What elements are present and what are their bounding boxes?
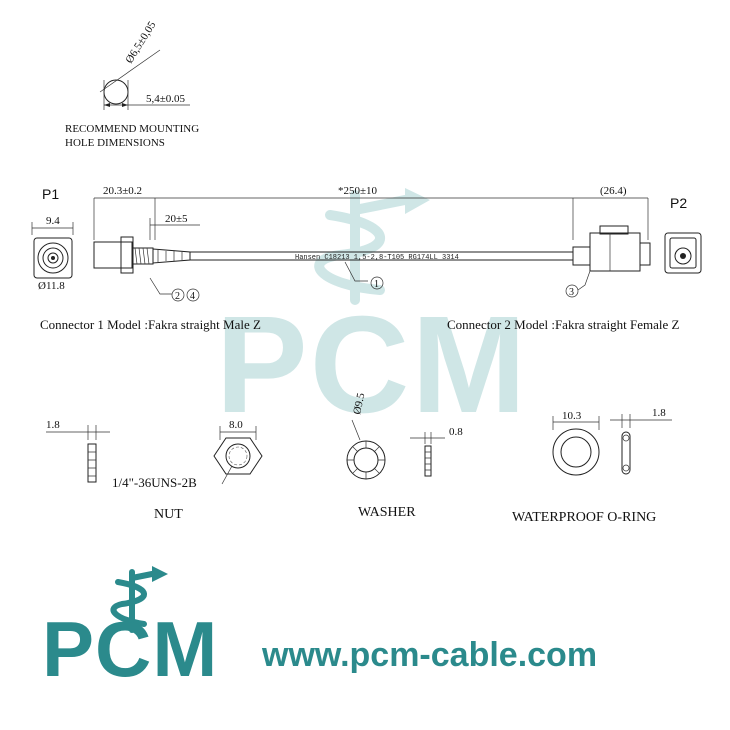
nut-label: NUT	[154, 507, 183, 522]
dimension-lines	[31, 197, 649, 240]
dim-thread-length: 20±5	[165, 213, 188, 225]
dim-p1-length: 20.3±0.2	[103, 185, 142, 197]
callout-1: 1	[374, 279, 379, 290]
washer-side-view	[410, 432, 445, 477]
dim-p2-length: (26.4)	[600, 185, 627, 197]
nut-side-view	[46, 425, 110, 483]
p2-end-view	[664, 232, 702, 274]
p2-label: P2	[670, 195, 687, 211]
callouts	[149, 261, 591, 302]
p1-label: P1	[42, 186, 59, 202]
cable-body	[190, 251, 573, 261]
washer-diameter: Ø9.5	[351, 391, 367, 415]
mounting-hole-detail: Ø6,5±0,05 5,4±0.05 RECOMMEND MOUNTING HO…	[65, 19, 199, 149]
oring-diameter: 10.3	[562, 410, 582, 422]
connector1-model: Connector 1 Model :Fakra straight Male Z	[40, 317, 261, 332]
oring-label: WATERPROOF O-RING	[512, 510, 656, 525]
branding: PCM www.pcm-cable.com	[42, 566, 597, 693]
brand-caduceus-icon	[110, 566, 168, 633]
dim-p1-diameter: Ø11.8	[38, 280, 65, 292]
mounting-caption-line2: HOLE DIMENSIONS	[65, 137, 165, 149]
nut-thickness: 1.8	[46, 419, 60, 431]
connector2-model: Connector 2 Model :Fakra straight Female…	[447, 317, 680, 332]
dim-total-length: *250±10	[338, 185, 378, 197]
cable-assembly: P1 P2 20.3±0.2 *250±10 (26.4) 9.4 20±5	[31, 185, 702, 332]
brand-website[interactable]: www.pcm-cable.com	[261, 636, 597, 674]
p1-end-view	[33, 237, 73, 279]
p1-connector	[93, 236, 191, 274]
watermark-logo-text: PCM	[216, 288, 529, 442]
washer-thickness: 0.8	[449, 426, 463, 438]
callout-4: 4	[190, 291, 195, 302]
cable-print: Hansen C18213 1,5-2,8-T105 RG174LL 3314	[295, 254, 459, 262]
oring-side-view	[610, 414, 672, 475]
parts-section: 1.8 8.0 1/4"-36UNS-2B NUT Ø9.5	[46, 391, 672, 525]
oring-thickness: 1.8	[652, 407, 666, 419]
nut-width: 8.0	[229, 419, 243, 431]
dim-p1-width: 9.4	[46, 215, 60, 227]
callout-2: 2	[175, 291, 180, 302]
washer-label: WASHER	[358, 505, 416, 520]
nut-thread: 1/4"-36UNS-2B	[112, 475, 197, 490]
watermark-caduceus-icon	[314, 188, 430, 305]
nut-front-view	[213, 426, 263, 485]
mounting-hole-drawing	[99, 49, 190, 110]
brand-logo: PCM	[42, 605, 218, 693]
mounting-diameter-label: Ø6,5±0,05	[123, 19, 158, 66]
mounting-caption-line1: RECOMMEND MOUNTING	[65, 123, 199, 135]
watermark: PCM	[216, 188, 529, 442]
oring-front-view	[552, 416, 600, 476]
mounting-width-label: 5,4±0.05	[146, 93, 186, 105]
p2-connector	[572, 225, 651, 272]
washer-front-view	[346, 419, 386, 480]
callout-3: 3	[569, 287, 574, 298]
